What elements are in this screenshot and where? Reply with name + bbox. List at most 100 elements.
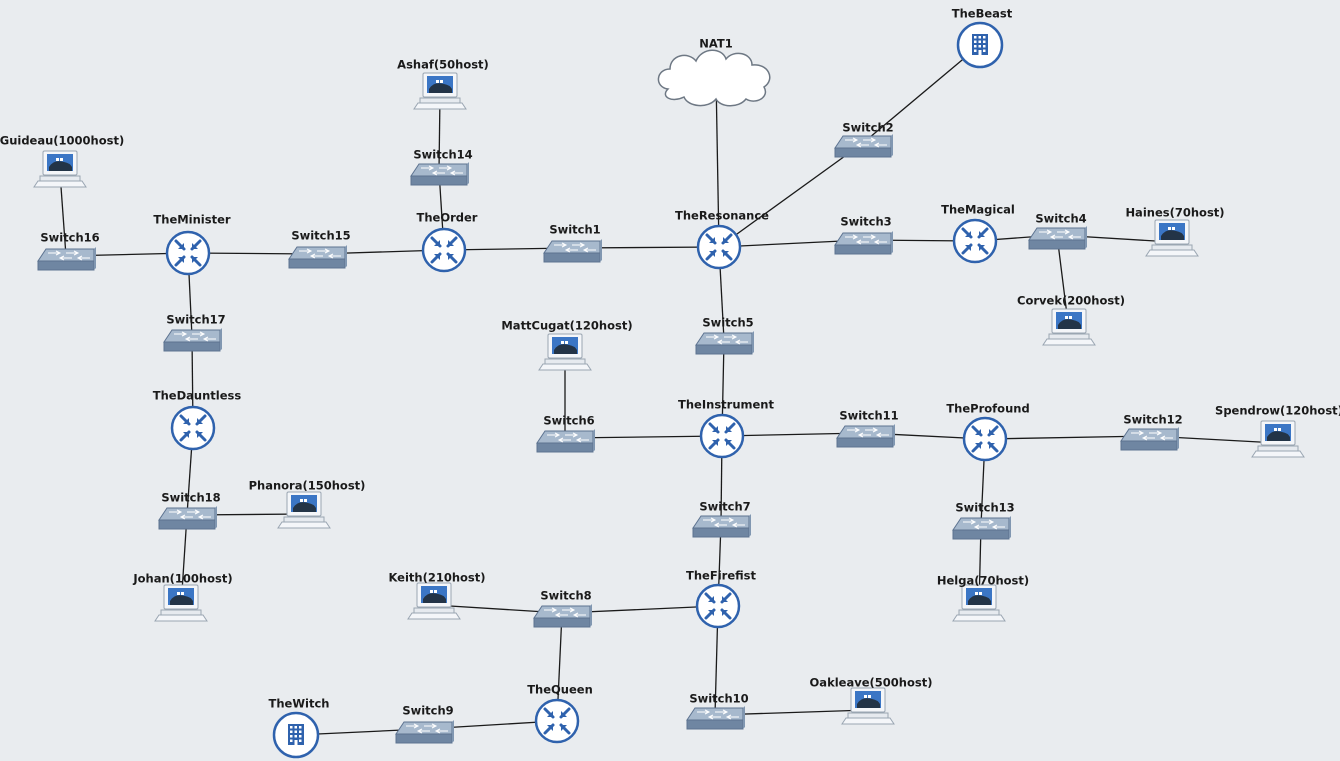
host-oakleave[interactable] bbox=[841, 687, 895, 725]
building-thewitch[interactable] bbox=[272, 711, 320, 759]
node-label-switch12: Switch12 bbox=[1123, 413, 1182, 427]
router-theprofound[interactable] bbox=[962, 416, 1008, 462]
link-nat1-theresonance bbox=[715, 76, 720, 248]
host-guideau[interactable] bbox=[33, 150, 87, 188]
node-label-thedauntless: TheDauntless bbox=[153, 389, 242, 403]
router-theresonance[interactable] bbox=[696, 224, 742, 270]
host-icon bbox=[1042, 308, 1096, 346]
router-icon bbox=[952, 218, 998, 264]
node-label-switch2: Switch2 bbox=[842, 121, 893, 135]
switch-switch3[interactable] bbox=[834, 231, 893, 255]
host-icon bbox=[33, 150, 87, 188]
router-theinstrument[interactable] bbox=[699, 413, 745, 459]
switch-icon bbox=[1120, 427, 1179, 451]
host-keith[interactable] bbox=[407, 582, 461, 620]
nodes-layer: NAT1TheBeastTheWitchTheResonanceTheMinis… bbox=[0, 7, 1340, 759]
switch-switch7[interactable] bbox=[692, 514, 751, 538]
node-label-guideau: Guideau(1000host) bbox=[0, 134, 124, 148]
switch-switch6[interactable] bbox=[536, 429, 595, 453]
host-corvek[interactable] bbox=[1042, 308, 1096, 346]
host-helga[interactable] bbox=[952, 584, 1006, 622]
cloud-nat1[interactable] bbox=[657, 49, 771, 107]
node-label-switch15: Switch15 bbox=[291, 229, 350, 243]
host-spendrow[interactable] bbox=[1251, 420, 1305, 458]
switch-switch18[interactable] bbox=[158, 506, 217, 530]
switch-icon bbox=[536, 429, 595, 453]
switch-switch5[interactable] bbox=[695, 331, 754, 355]
building-icon bbox=[956, 21, 1004, 69]
node-label-switch16: Switch16 bbox=[40, 231, 99, 245]
node-label-switch1: Switch1 bbox=[549, 223, 600, 237]
node-label-ashaf: Ashaf(50host) bbox=[397, 58, 489, 72]
host-icon bbox=[407, 582, 461, 620]
node-label-thebeast: TheBeast bbox=[952, 7, 1013, 21]
node-label-phanora: Phanora(150host) bbox=[249, 479, 366, 493]
node-label-switch11: Switch11 bbox=[839, 409, 898, 423]
switch-icon bbox=[395, 720, 454, 744]
switch-switch16[interactable] bbox=[37, 247, 96, 271]
node-label-switch14: Switch14 bbox=[413, 148, 472, 162]
switch-switch9[interactable] bbox=[395, 720, 454, 744]
node-label-spendrow: Spendrow(120host) bbox=[1215, 404, 1340, 418]
switch-switch4[interactable] bbox=[1028, 226, 1087, 250]
switch-switch10[interactable] bbox=[686, 706, 745, 730]
switch-switch14[interactable] bbox=[410, 162, 469, 186]
router-icon bbox=[699, 413, 745, 459]
node-label-switch8: Switch8 bbox=[540, 589, 591, 603]
node-label-johan: Johan(100host) bbox=[132, 572, 232, 586]
host-johan[interactable] bbox=[154, 584, 208, 622]
host-phanora[interactable] bbox=[277, 491, 331, 529]
router-thedauntless[interactable] bbox=[170, 405, 216, 451]
node-label-theinstrument: TheInstrument bbox=[678, 398, 774, 412]
switch-switch1[interactable] bbox=[543, 239, 602, 263]
switch-icon bbox=[533, 604, 592, 628]
switch-icon bbox=[163, 328, 222, 352]
node-label-switch3: Switch3 bbox=[840, 215, 891, 229]
node-label-theresonance: TheResonance bbox=[675, 209, 769, 223]
router-thefirefist[interactable] bbox=[695, 583, 741, 629]
switch-switch15[interactable] bbox=[288, 245, 347, 269]
host-icon bbox=[277, 491, 331, 529]
node-label-switch4: Switch4 bbox=[1035, 212, 1086, 226]
node-label-themagical: TheMagical bbox=[941, 203, 1015, 217]
node-label-switch17: Switch17 bbox=[166, 313, 225, 327]
node-label-helga: Helga(70host) bbox=[937, 574, 1029, 588]
switch-switch12[interactable] bbox=[1120, 427, 1179, 451]
router-theminister[interactable] bbox=[165, 230, 211, 276]
cloud-icon bbox=[657, 49, 771, 107]
switch-switch8[interactable] bbox=[533, 604, 592, 628]
link-switch2-theresonance bbox=[718, 142, 864, 248]
switch-switch11[interactable] bbox=[836, 424, 895, 448]
router-thequeen[interactable] bbox=[534, 698, 580, 744]
switch-icon bbox=[692, 514, 751, 538]
link-thebeast-switch2 bbox=[862, 44, 981, 144]
switch-icon bbox=[686, 706, 745, 730]
node-label-keith: Keith(210host) bbox=[388, 571, 485, 585]
switch-icon bbox=[952, 516, 1011, 540]
host-icon bbox=[413, 72, 467, 110]
node-label-switch10: Switch10 bbox=[689, 692, 748, 706]
node-label-switch13: Switch13 bbox=[955, 501, 1014, 515]
switch-switch2[interactable] bbox=[834, 134, 893, 158]
host-haines[interactable] bbox=[1145, 219, 1199, 257]
links-layer bbox=[59, 44, 1279, 736]
switch-icon bbox=[410, 162, 469, 186]
router-icon bbox=[962, 416, 1008, 462]
host-mattcugat[interactable] bbox=[538, 333, 592, 371]
switch-switch13[interactable] bbox=[952, 516, 1011, 540]
building-thebeast[interactable] bbox=[956, 21, 1004, 69]
router-icon bbox=[696, 224, 742, 270]
router-theorder[interactable] bbox=[421, 227, 467, 273]
host-ashaf[interactable] bbox=[413, 72, 467, 110]
building-icon bbox=[272, 711, 320, 759]
switch-icon bbox=[834, 231, 893, 255]
router-icon bbox=[170, 405, 216, 451]
switch-icon bbox=[834, 134, 893, 158]
switch-switch17[interactable] bbox=[163, 328, 222, 352]
link-theprofound-switch12 bbox=[984, 435, 1150, 440]
host-icon bbox=[1145, 219, 1199, 257]
node-label-thequeen: TheQueen bbox=[527, 683, 593, 697]
node-label-theminister: TheMinister bbox=[153, 213, 230, 227]
router-themagical[interactable] bbox=[952, 218, 998, 264]
